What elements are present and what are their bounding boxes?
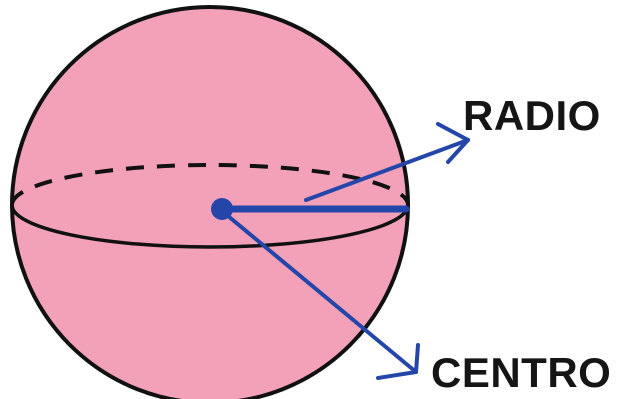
- sphere-body: [12, 7, 408, 399]
- radius-label: RADIO: [463, 92, 601, 139]
- center-label: CENTRO: [431, 349, 611, 396]
- center-arrowhead: [378, 345, 418, 378]
